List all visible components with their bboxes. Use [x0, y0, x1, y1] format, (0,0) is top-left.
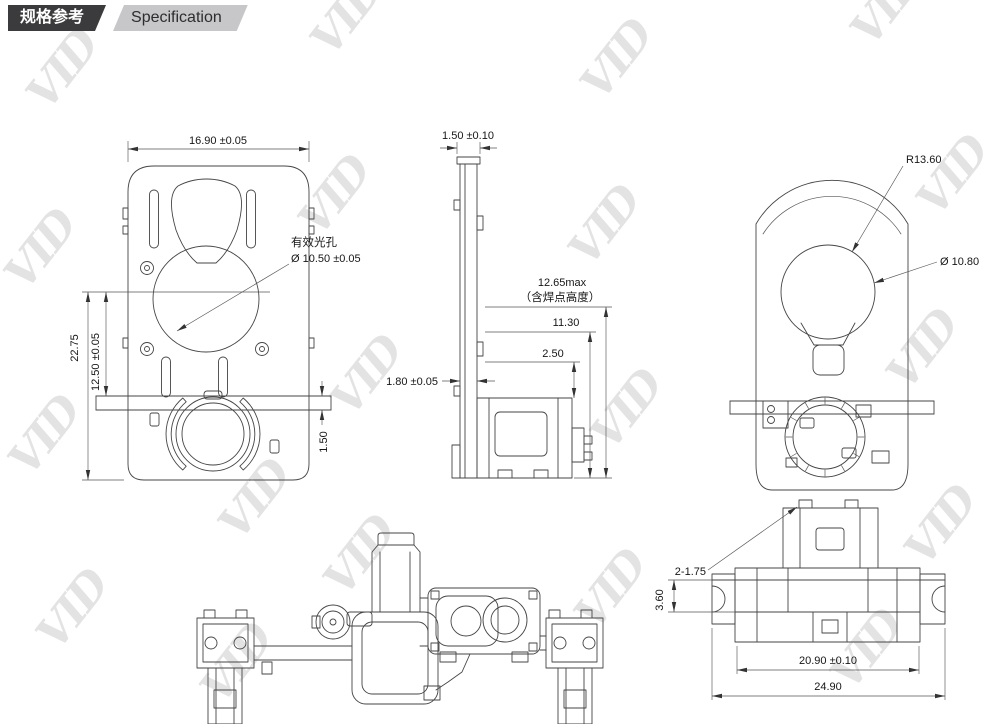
watermark-text: VID — [906, 125, 994, 225]
front-dome — [171, 178, 242, 264]
side-view-outline — [451, 156, 593, 479]
bearing-tick-marks — [785, 397, 865, 477]
watermark-text: VID — [840, 0, 934, 55]
watermark-text: VID — [558, 175, 652, 275]
dim-side-step: 2.50 — [542, 348, 563, 360]
lens-aperture-circle — [152, 245, 260, 353]
back-bearing-outer — [784, 396, 866, 478]
left-motor-assembly — [196, 609, 353, 724]
watermark-text: VID — [208, 449, 302, 549]
header-badge-cn: 规格参考 — [8, 5, 106, 31]
dim-bottom-outer-width: 24.90 — [814, 681, 842, 693]
back-view: R13.60 Ø 10.80 — [729, 154, 979, 491]
flex-main-module — [427, 587, 541, 655]
dim-front-center-height: 12.50 ±0.05 — [90, 333, 102, 391]
watermark-text: VID — [320, 325, 414, 425]
aperture-dimension: Ø 10.50 ±0.05 — [291, 253, 361, 265]
watermark-text: VID — [16, 19, 110, 119]
dim-side-body-height: 11.30 — [553, 317, 580, 329]
dim-back-diameter: Ø 10.80 — [940, 256, 979, 268]
side-view-dimensions — [440, 142, 612, 479]
side-view: 1.50 ±0.10 12.65max （含焊点高度） 11.30 2.50 1… — [386, 130, 612, 479]
bottom-bearing-outer — [175, 396, 251, 472]
right-motor-assembly — [539, 609, 604, 724]
bottom-view-dimensions — [668, 506, 946, 700]
side-fpc-strip — [459, 163, 478, 479]
watermark-text: VID — [876, 299, 970, 399]
front-view-outline — [95, 165, 332, 481]
back-view-outline — [729, 179, 935, 491]
dim-front-flange: 1.50 — [318, 431, 330, 452]
watermark-text: VID — [0, 385, 92, 485]
back-aperture-circle — [780, 244, 876, 340]
dim-bottom-tabs: 2-1.75 — [675, 566, 706, 578]
page-header: 规格参考 Specification — [8, 5, 248, 31]
front-body-outline — [127, 165, 310, 481]
watermark-text: VID — [570, 9, 664, 109]
dim-side-thickness-top: 1.50 ±0.10 — [442, 130, 494, 142]
dim-back-radius: R13.60 — [906, 154, 941, 166]
watermark-text: VID — [313, 505, 407, 605]
flex-center-body — [351, 611, 439, 705]
dim-front-width: 16.90 ±0.05 — [189, 135, 247, 147]
dim-side-wall: 1.80 ±0.05 — [386, 376, 438, 388]
dim-bottom-height: 3.60 — [654, 589, 666, 610]
front-view: 16.90 ±0.05 22.75 12.50 ±0.05 1.50 有效光孔 … — [69, 135, 361, 481]
bottom-bearing-inner — [181, 402, 245, 466]
watermark-text: VID — [894, 475, 988, 575]
back-view-dimensions — [851, 165, 938, 284]
back-body-outline — [755, 179, 909, 491]
aperture-label-cn: 有效光孔 — [291, 235, 337, 249]
bottom-view-outline — [711, 499, 946, 643]
watermark-text: VID — [0, 199, 88, 299]
front-view-dimensions — [82, 141, 325, 481]
dim-bottom-inner-width: 20.90 ±0.10 — [799, 655, 857, 667]
flex-round-component — [315, 604, 351, 640]
watermark-text: VID — [300, 0, 394, 65]
watermark-text: VID — [580, 359, 674, 459]
dim-front-total-height: 22.75 — [69, 334, 81, 362]
watermark-text: VID — [288, 145, 382, 245]
dim-side-max-note: （含焊点高度） — [520, 290, 601, 304]
flex-top-strip — [371, 532, 421, 613]
dim-side-max-height: 12.65max — [538, 277, 587, 289]
header-badge-en: Specification — [113, 5, 248, 31]
back-bearing-inner — [792, 404, 858, 470]
unfolded-flex-view — [196, 532, 604, 724]
watermark-text: VID — [26, 559, 120, 659]
bottom-view: 2-1.75 3.60 20.90 ±0.10 24.90 — [654, 499, 946, 700]
watermark-text: VID — [190, 613, 284, 713]
bottom-top-block — [782, 507, 879, 569]
